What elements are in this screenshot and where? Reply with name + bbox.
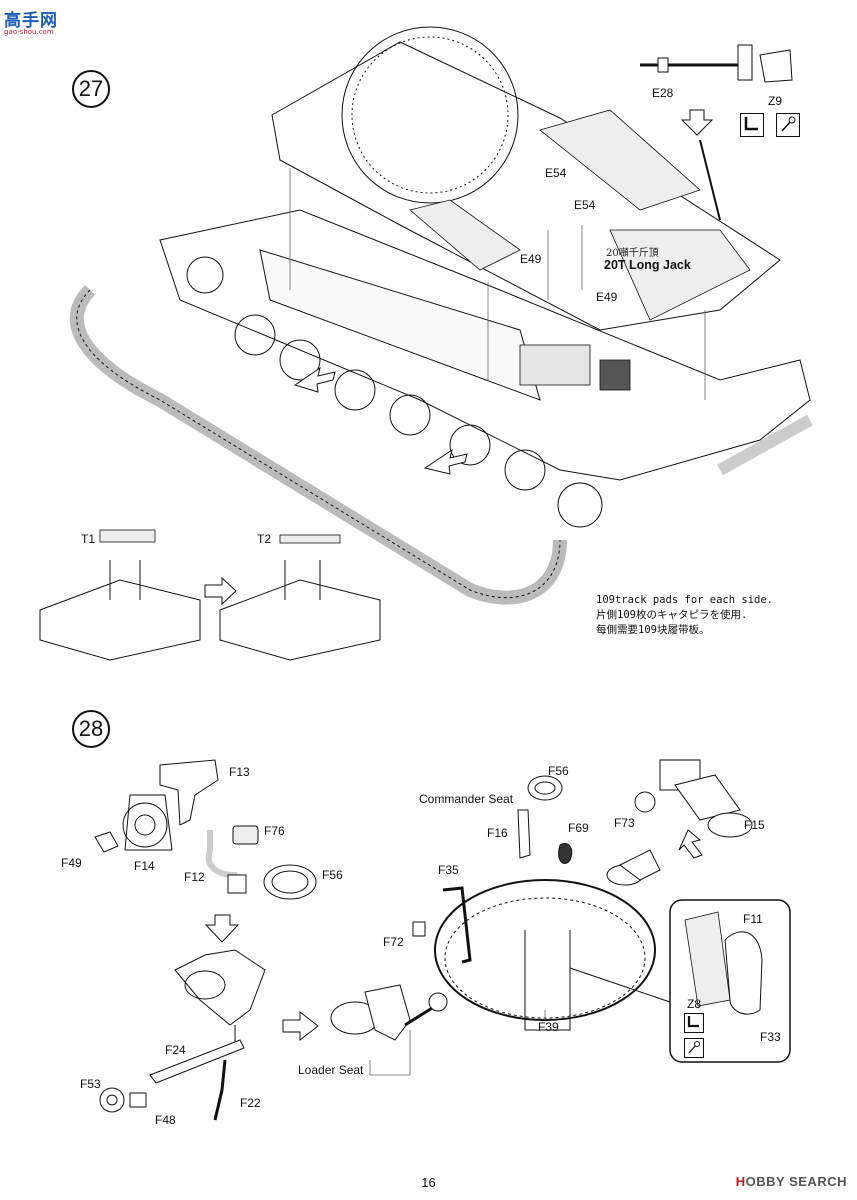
track-subassembly-t1 bbox=[39, 529, 201, 661]
site-watermark: 高手网 gao-shou.com bbox=[4, 6, 74, 36]
track-pad-note-zh: 每側需要109块履带板。 bbox=[596, 624, 710, 636]
hobby-brand-rest: OBBY SEARCH bbox=[745, 1174, 847, 1189]
glue-brush-icon bbox=[776, 113, 800, 137]
label-f33: F33 bbox=[760, 1030, 781, 1044]
t1-to-t2-arrow bbox=[204, 576, 237, 606]
engine-grille-1 bbox=[539, 109, 701, 211]
track-pad-note-en: 109track pads for each side. bbox=[596, 594, 774, 606]
step28-right-arrow bbox=[282, 1010, 319, 1042]
label-f53: F53 bbox=[80, 1077, 101, 1091]
watermark-title: 高手网 bbox=[4, 11, 58, 31]
e28-down-arrow bbox=[680, 109, 714, 136]
track-subassembly-t2 bbox=[219, 534, 381, 661]
jack-label-english: 20T Long Jack bbox=[604, 258, 691, 272]
f53-handwheel bbox=[99, 1087, 125, 1113]
f24-rail bbox=[149, 1039, 245, 1084]
jack-label-chinese: 20噸千斤頂 bbox=[606, 248, 659, 259]
step-27-number: 27 bbox=[72, 70, 110, 108]
label-t1: T1 bbox=[81, 532, 96, 546]
label-f12: F12 bbox=[184, 870, 205, 884]
label-f69: F69 bbox=[568, 821, 589, 835]
step-27-diagram bbox=[39, 26, 813, 661]
label-f49: F49 bbox=[61, 856, 82, 870]
label-z8: Z8 bbox=[687, 997, 702, 1011]
e28-part bbox=[640, 44, 793, 83]
label-f22: F22 bbox=[240, 1096, 261, 1110]
engine-grille-3 bbox=[409, 199, 521, 271]
f56-seat-cushion-a bbox=[263, 864, 317, 900]
leader-lines-step28 bbox=[369, 1030, 411, 1076]
road-wheels bbox=[186, 256, 603, 528]
side-cutter-icon-2 bbox=[684, 1013, 704, 1033]
label-t2: T2 bbox=[257, 532, 272, 546]
f15-assembly bbox=[659, 759, 753, 838]
f12-pipe bbox=[205, 830, 247, 894]
f49-part bbox=[94, 831, 119, 853]
label-f39: F39 bbox=[538, 1020, 559, 1034]
step28-down-arrow bbox=[204, 914, 240, 943]
label-e28: E28 bbox=[652, 86, 674, 100]
label-f15: F15 bbox=[744, 818, 765, 832]
label-f72: F72 bbox=[383, 935, 404, 949]
f39-turret-basket bbox=[434, 879, 656, 1031]
track-pad-note-ja: 片側109枚のキャタピラを使用. bbox=[596, 609, 748, 621]
label-e54-b: E54 bbox=[574, 198, 596, 212]
f69-part bbox=[558, 843, 573, 864]
f73-gauge bbox=[634, 791, 656, 813]
jack-rod bbox=[699, 139, 721, 221]
side-cutter-icon bbox=[740, 113, 764, 137]
label-z9: Z9 bbox=[768, 94, 783, 108]
loader-seat-assembly bbox=[330, 984, 448, 1041]
label-loader-seat: Loader Seat bbox=[298, 1063, 364, 1077]
label-f73: F73 bbox=[614, 816, 635, 830]
label-e54-a: E54 bbox=[545, 166, 567, 180]
label-f35: F35 bbox=[438, 863, 459, 877]
seat-assembly-left bbox=[99, 949, 266, 1121]
f56-seat-cushion-b bbox=[527, 775, 563, 801]
leader-lines bbox=[289, 168, 706, 400]
label-f11: F11 bbox=[743, 912, 763, 926]
f35-post bbox=[442, 886, 472, 964]
turret-ring-outer bbox=[341, 26, 519, 204]
track-pad-note: 109track pads for each side. 片側109枚のキャタピ… bbox=[596, 593, 773, 638]
label-f16: F16 bbox=[487, 826, 508, 840]
label-f14: F14 bbox=[134, 859, 155, 873]
f16-bracket bbox=[517, 809, 531, 859]
track-run-right bbox=[717, 414, 813, 476]
label-f76: F76 bbox=[264, 824, 285, 838]
detail-callout bbox=[569, 899, 791, 1063]
glue-brush-icon-2 bbox=[684, 1038, 704, 1058]
label-f13: F13 bbox=[229, 765, 250, 779]
hobby-brand-h: H bbox=[735, 1174, 746, 1189]
f14-gearbox bbox=[122, 794, 173, 851]
hull-interior bbox=[259, 249, 541, 401]
f72-part bbox=[412, 921, 426, 937]
label-f56-b: F56 bbox=[548, 764, 569, 778]
watermark-url: gao-shou.com bbox=[4, 28, 54, 36]
label-commander-seat: Commander Seat bbox=[419, 792, 514, 806]
step-28-number: 28 bbox=[72, 710, 110, 748]
engine-block bbox=[519, 344, 591, 386]
f22-lever bbox=[213, 1059, 227, 1121]
f13-bracket bbox=[159, 759, 219, 826]
track-run-left-links bbox=[76, 289, 561, 599]
engine-part-dark bbox=[599, 359, 631, 391]
hobby-search-watermark: HOBBY SEARCH bbox=[736, 1174, 847, 1189]
f33-cover bbox=[724, 931, 763, 1015]
label-f48: F48 bbox=[155, 1113, 176, 1127]
f15-installed bbox=[606, 849, 661, 886]
f48-part bbox=[129, 1092, 147, 1108]
label-f24: F24 bbox=[165, 1043, 186, 1057]
pointer-arrows bbox=[293, 366, 468, 475]
f76-part bbox=[232, 825, 259, 845]
label-e49-a: E49 bbox=[520, 252, 542, 266]
label-f56-a: F56 bbox=[322, 868, 343, 882]
step-28-diagram bbox=[94, 759, 791, 1121]
engine-grille-2 bbox=[609, 229, 751, 321]
label-e49-b: E49 bbox=[596, 290, 618, 304]
page-number: 16 bbox=[421, 1175, 436, 1190]
turret-ring-inner bbox=[351, 36, 509, 194]
f15-down-arrow bbox=[678, 829, 703, 859]
